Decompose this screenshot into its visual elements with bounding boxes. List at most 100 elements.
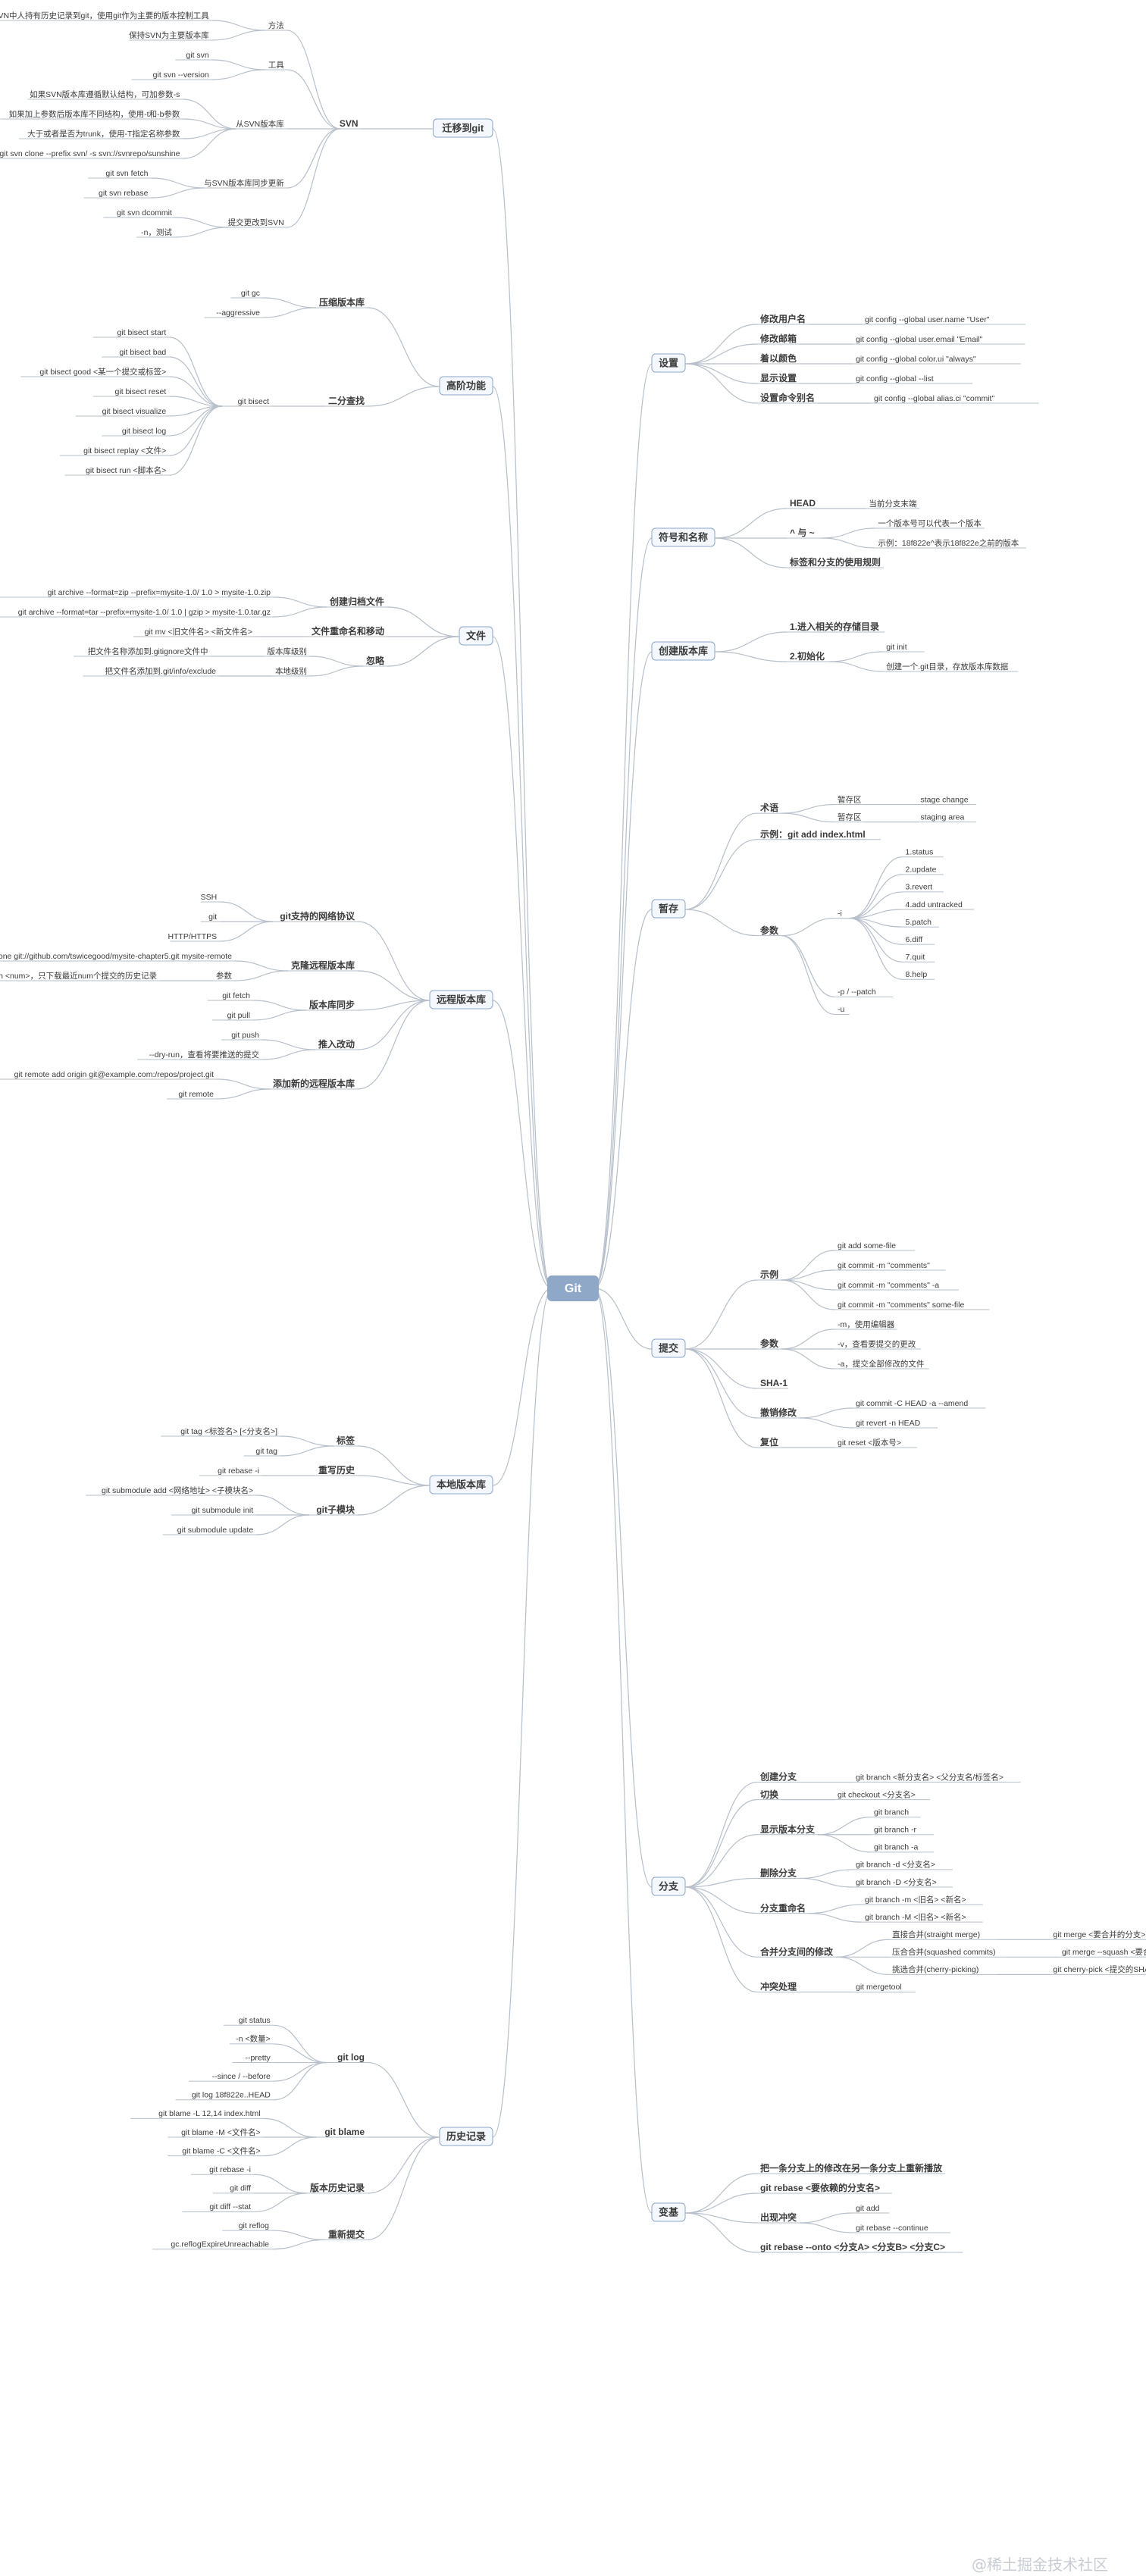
branch-box	[429, 1475, 493, 1495]
branch-box	[651, 527, 715, 547]
connector-line	[262, 297, 317, 308]
node-since-before: --since / --before	[212, 2072, 271, 2081]
connector-line	[799, 1417, 853, 1429]
branch-connector	[492, 1000, 553, 1289]
node-git-reflog: git reflog	[239, 2221, 269, 2230]
connector-line	[174, 217, 228, 228]
connector-line	[256, 1514, 310, 1535]
node-node: 参数	[216, 971, 232, 981]
branch-connector	[593, 909, 653, 1289]
connector-line	[684, 812, 758, 910]
node-git-svn-version: git svn --version	[153, 70, 209, 80]
node-git-commit-m-comments-some-file: git commit -m "comments" some-file	[838, 1301, 964, 1310]
node-git-bisect-log: git bisect log	[122, 427, 167, 436]
node-git-blame-l-12-14-index-html: git blame -L 12,14 index.html	[158, 2109, 260, 2118]
connector-line	[256, 1495, 310, 1516]
node-git-submodule-init: git submodule init	[191, 1506, 253, 1515]
connector-line	[286, 69, 340, 130]
node-git-clone-git-github-com-tswicegood-mysite-chapter5-git-mysite-remote: 示例：git clone git://github.com/tswicegood…	[0, 951, 232, 961]
node-svn: 与SVN版本库同步更新	[204, 178, 284, 188]
branch-connector	[593, 1288, 653, 2214]
node-node: ^ 与 ~	[790, 527, 815, 538]
node-node: 方法	[268, 20, 284, 30]
connector-line	[309, 665, 364, 677]
node-node: 暂存区	[838, 812, 862, 822]
node-pretty: --pretty	[246, 2053, 271, 2062]
connector-line	[684, 363, 758, 384]
node-gitignore: 把文件名称添加到.gitignore文件中	[88, 646, 208, 656]
branch-connector	[492, 128, 553, 1289]
connector-line	[183, 118, 236, 130]
connector-line	[286, 30, 340, 130]
node-node: 版本库级别	[268, 646, 308, 656]
connector-line	[271, 2239, 326, 2250]
node-dry-run: --dry-run，查看将要推送的提交	[149, 1050, 260, 1060]
node-git-merge-squash: git merge --squash <要合并的分支>	[1062, 1947, 1146, 1957]
node-git-diff-stat: git diff --stat	[209, 2202, 251, 2211]
node-node: 修改用户名	[759, 313, 806, 324]
connector-line	[849, 917, 903, 980]
connector-line	[183, 128, 236, 159]
node-git-svn-rebase: git svn rebase	[99, 189, 149, 198]
branch-box	[433, 118, 493, 138]
connector-line	[799, 1877, 853, 1888]
connector-line	[817, 1817, 872, 1836]
node-node: 克隆远程版本库	[291, 959, 355, 971]
connector-line	[781, 803, 835, 814]
node-node: 把一条分支上的修改在另一条分支上重新播放	[760, 2162, 943, 2174]
node-node: 着以颜色	[759, 352, 797, 364]
connector-line	[234, 960, 289, 972]
connector-line	[684, 1348, 758, 1389]
node-gc-reflogexpireunreachable: gc.reflogExpireUnreachable	[171, 2240, 269, 2249]
node-git-gc: git gc	[241, 289, 260, 298]
node-git-mv: git mv <旧文件名> <新文件名>	[145, 627, 252, 637]
node-node: 设置命令别名	[760, 392, 815, 403]
node-8-help: 8.help	[906, 970, 928, 979]
branch-box	[439, 2127, 493, 2146]
connector-line	[684, 343, 758, 365]
connector-line	[781, 935, 835, 1016]
connector-line	[367, 2061, 440, 2138]
connector-line	[271, 2230, 326, 2240]
node-git-commit-m-comments-a: git commit -m "comments" -a	[838, 1281, 939, 1290]
connector-line	[849, 909, 903, 919]
connector-line	[849, 856, 903, 919]
node-git-rebase-continue: git rebase --continue	[856, 2224, 928, 2233]
node-node: 本地级别	[275, 666, 307, 676]
connector-line	[684, 363, 758, 404]
connector-line	[684, 909, 758, 937]
connector-line	[273, 2061, 327, 2082]
connector-line	[261, 1049, 316, 1060]
branch-node: 提交	[659, 1342, 678, 1354]
branch-connector	[593, 651, 653, 1289]
connector-line	[273, 2024, 327, 2064]
node-git-diff: git diff	[230, 2184, 251, 2193]
connector-line	[684, 1279, 758, 1350]
branch-box	[651, 2202, 686, 2222]
connector-line	[169, 396, 223, 407]
node-node: 删除分支	[760, 1867, 797, 1879]
node-node: 创建分支	[759, 1771, 797, 1783]
connector-line	[835, 1939, 890, 1958]
node-3-revert: 3.revert	[906, 883, 933, 892]
node-git-bisect-reset: git bisect reset	[115, 387, 167, 396]
node-git-submodule-add: git submodule add <网络地址> <子模块名>	[102, 1485, 253, 1495]
connector-line	[799, 1869, 853, 1880]
branch-node: 变基	[659, 2206, 679, 2218]
node-git-bisect-bad: git bisect bad	[119, 348, 166, 357]
node-v: -v，查看要提交的更改	[838, 1339, 916, 1349]
connector-line	[684, 1877, 758, 1888]
node-git-config-global-color-ui-always: git config --global color.ui "always"	[856, 355, 976, 364]
node-svn-git-git: 从SVN中人持有历史记录到git，使用git作为主要的版本控制工具	[0, 11, 209, 20]
node-git-remote-add-origin-git-example-com-repos-project-git: git remote add origin git@example.com:/r…	[14, 1070, 214, 1079]
branch-connector	[593, 1288, 653, 1888]
node-git-log: git log	[337, 2052, 365, 2063]
connector-line	[367, 386, 440, 407]
node-git-remote: git remote	[178, 1090, 214, 1099]
node-node: 撤销修改	[760, 1407, 797, 1418]
node-git-tag: git tag <标签名> [<分支名>]	[180, 1426, 277, 1436]
connector-line	[367, 2136, 440, 2194]
connector-line	[273, 2061, 327, 2101]
node-node: 切换	[760, 1789, 779, 1800]
